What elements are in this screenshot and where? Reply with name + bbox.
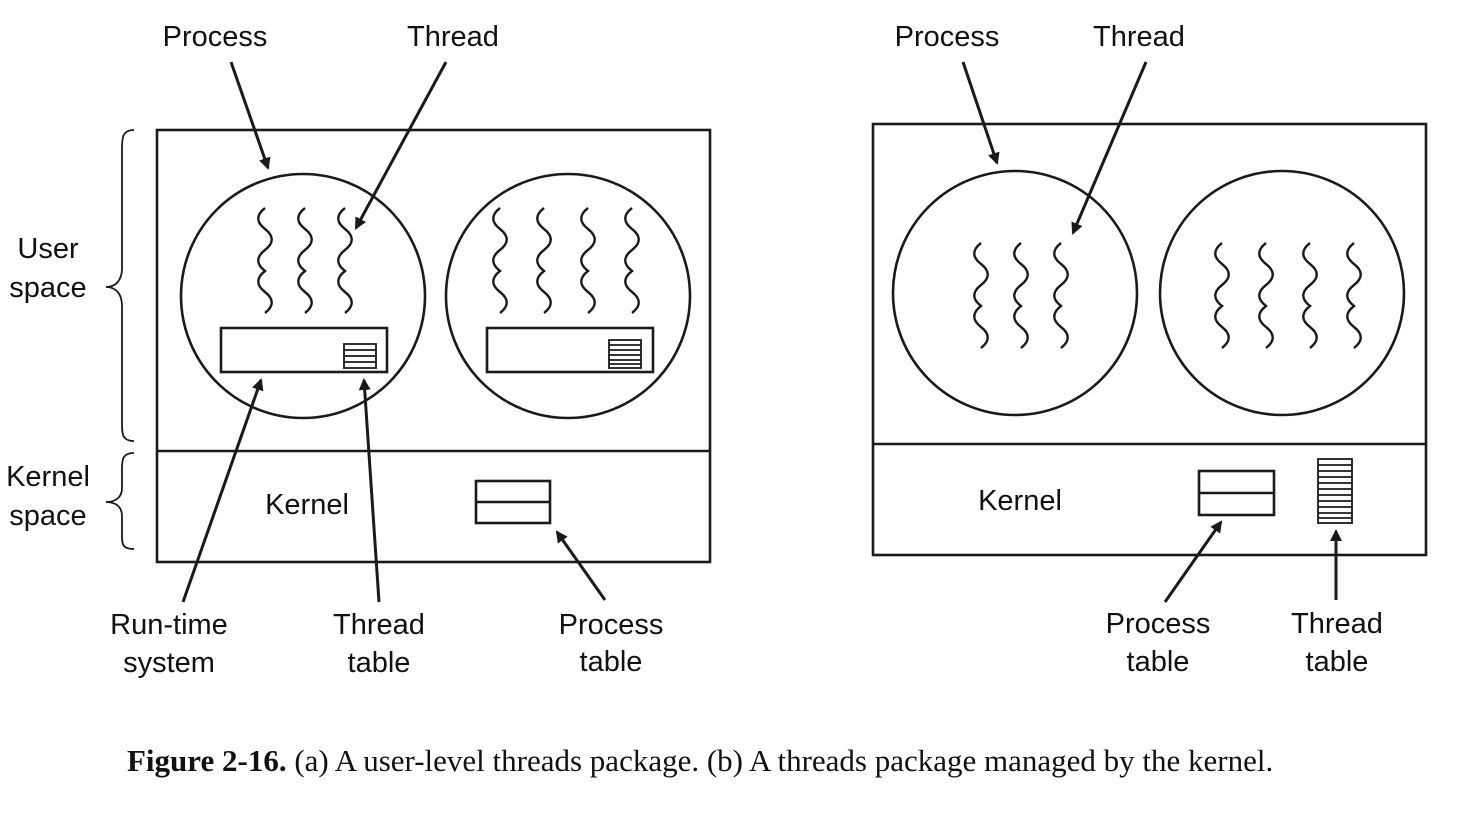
thread-label: Thread — [1093, 21, 1185, 53]
process-circle — [444, 172, 692, 420]
thread-squiggle — [1214, 241, 1230, 350]
kernel-space-label-line2: space — [9, 500, 86, 532]
process-table-arrow — [1163, 520, 1223, 603]
process-table-label-line1: Process — [559, 609, 664, 641]
process-arrow — [961, 61, 1000, 165]
thread-table-arrow — [358, 378, 381, 603]
thread-squiggle — [257, 206, 273, 315]
caption-text: (a) A user-level threads package. (b) A … — [286, 743, 1274, 778]
thread-squiggle — [624, 206, 640, 315]
run-time-system-label-line2: system — [123, 647, 215, 679]
diagram-a: Process Thread User space Kernel space — [6, 21, 712, 679]
thread-table-label-line1: Thread — [333, 609, 425, 641]
thread-arrow — [354, 61, 448, 230]
process-label: Process — [895, 21, 1000, 53]
diagram-b: Process Thread Kernel — [871, 21, 1428, 678]
process-table-arrow — [555, 530, 607, 601]
process-circle — [891, 169, 1139, 417]
kernel-space-brace — [105, 452, 135, 550]
kernel-label: Kernel — [265, 489, 349, 521]
thread-table-label-line2: table — [1306, 646, 1369, 678]
thread-squiggle — [1053, 241, 1069, 350]
figure-caption: Figure 2-16. (a) A user-level threads pa… — [127, 740, 1307, 782]
thread-table-icon — [608, 339, 642, 369]
thread-squiggle — [1013, 241, 1029, 350]
system-frame — [871, 122, 1428, 557]
thread-table-icon — [1317, 458, 1353, 524]
thread-squiggle — [492, 206, 508, 315]
thread-squiggle — [1346, 241, 1362, 350]
user-space-label-line2: space — [9, 272, 86, 304]
run-time-system-box — [219, 326, 389, 374]
thread-label: Thread — [407, 21, 499, 53]
process-table-label-line2: table — [1127, 646, 1190, 678]
user-space-brace — [105, 129, 135, 442]
run-time-system-box — [485, 326, 655, 374]
process-label: Process — [163, 21, 268, 53]
run-time-system-label-line1: Run-time — [110, 609, 228, 641]
thread-squiggle — [337, 206, 353, 315]
user-space-label-line1: User — [17, 233, 79, 265]
process-circle — [179, 172, 427, 420]
figure-number: Figure 2-16. — [127, 743, 287, 778]
process-arrow — [229, 61, 271, 170]
thread-squiggle — [1302, 241, 1318, 350]
run-time-system-arrow — [181, 378, 264, 603]
thread-squiggle — [297, 206, 313, 315]
thread-table-icon — [343, 343, 377, 369]
thread-squiggle — [580, 206, 596, 315]
system-frame — [155, 128, 712, 564]
process-table-label-line2: table — [580, 646, 643, 678]
process-table-icon — [1197, 469, 1276, 517]
process-table-label-line1: Process — [1106, 608, 1211, 640]
thread-table-label-line1: Thread — [1291, 608, 1383, 640]
thread-arrow — [1071, 61, 1148, 235]
kernel-space-label-line1: Kernel — [6, 461, 90, 493]
thread-squiggle — [1258, 241, 1274, 350]
thread-squiggle — [536, 206, 552, 315]
kernel-label: Kernel — [978, 485, 1062, 517]
process-table-icon — [474, 479, 552, 525]
thread-squiggle — [973, 241, 989, 350]
thread-table-label-line2: table — [348, 647, 411, 679]
process-circle — [1158, 169, 1406, 417]
